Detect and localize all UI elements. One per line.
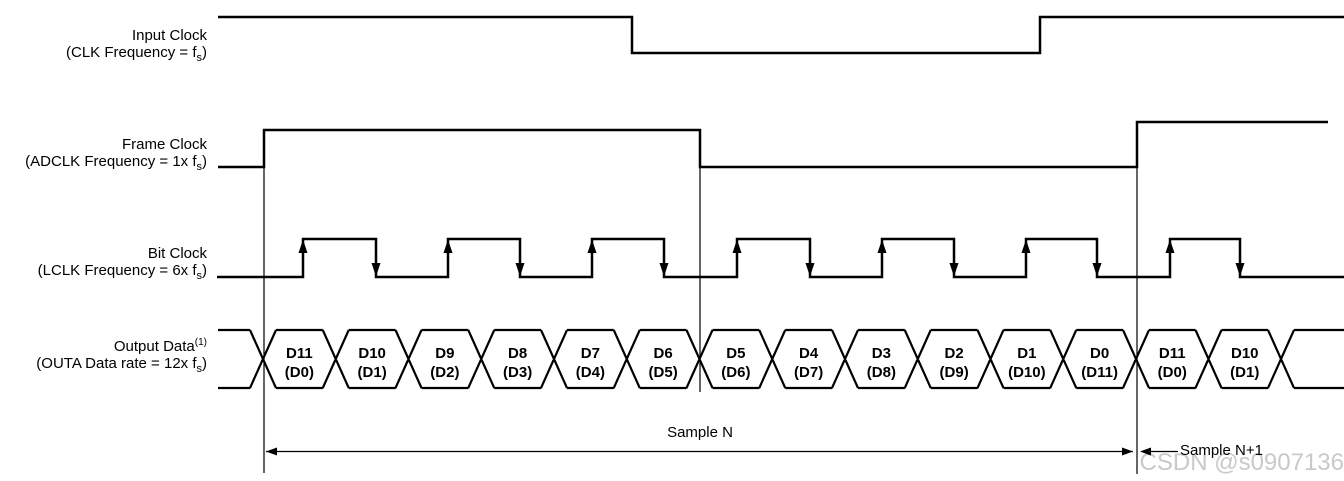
arrow-right-icon xyxy=(1122,447,1133,456)
bus-cell-label: D10(D1) xyxy=(358,345,387,381)
bus-cell-label: D1(D10) xyxy=(1008,345,1046,381)
output-data-title: Output Data(1) xyxy=(36,337,207,356)
freq-close: ) xyxy=(202,44,207,61)
bus-cell-label: D11(D0) xyxy=(285,345,314,381)
rate-close: ) xyxy=(202,355,207,372)
bus-cell-label: D9(D2) xyxy=(430,345,459,381)
bus-cell-label: D4(D7) xyxy=(794,345,823,381)
rate-subscript: s xyxy=(196,363,203,375)
rising-edge-arrow-icon xyxy=(298,239,308,253)
falling-edge-arrow-icon xyxy=(515,263,525,277)
bit-clock-wave xyxy=(217,237,1344,279)
falling-edge-arrow-icon xyxy=(805,263,815,277)
rising-edge-arrow-icon xyxy=(1021,239,1031,253)
bus-cell-label: D3(D8) xyxy=(867,345,896,381)
freq-close: ) xyxy=(202,262,207,279)
rising-edge-arrow-icon xyxy=(1165,239,1175,253)
frame-clock-frequency: (ADCLK Frequency = 1x fs) xyxy=(25,153,207,173)
title-text: Output Data xyxy=(113,338,195,355)
rate-text: (OUTA Data rate = 12x f xyxy=(36,355,197,372)
rising-edge-arrow-icon xyxy=(732,239,742,253)
bus-cell-label: D0(D11) xyxy=(1081,345,1118,381)
arrow-left-icon xyxy=(1140,447,1151,456)
frame-clock-wave xyxy=(218,120,1328,169)
signal-label-output-data: Output Data(1) (OUTA Data rate = 12x fs) xyxy=(36,337,207,375)
freq-text: (ADCLK Frequency = 1x f xyxy=(25,153,197,170)
freq-subscript: s xyxy=(196,52,203,64)
bit-clock-frequency: (LCLK Frequency = 6x fs) xyxy=(37,262,207,282)
bus-cell-label: D10(D1) xyxy=(1230,345,1259,381)
freq-subscript: s xyxy=(196,161,203,173)
bus-cell-label: D8(D3) xyxy=(503,345,532,381)
bus-cell-label: D6(D5) xyxy=(649,345,678,381)
bus-cell-label: D5(D6) xyxy=(721,345,750,381)
rising-edge-arrow-icon xyxy=(587,239,597,253)
falling-edge-arrow-icon xyxy=(1092,263,1102,277)
footnote-superscript: (1) xyxy=(194,337,207,348)
signal-label-bit-clock: Bit Clock (LCLK Frequency = 6x fs) xyxy=(37,245,207,282)
rising-edge-arrow-icon xyxy=(877,239,887,253)
falling-edge-arrow-icon xyxy=(371,263,381,277)
arrow-left-icon xyxy=(266,447,277,456)
sample-n-label: Sample N xyxy=(667,424,733,441)
input-clock-title: Input Clock xyxy=(131,27,207,44)
bus-cell-label: D2(D9) xyxy=(940,345,969,381)
rising-edge-arrow-icon xyxy=(443,239,453,253)
falling-edge-arrow-icon xyxy=(949,263,959,277)
freq-close: ) xyxy=(202,153,207,170)
bit-clock-title: Bit Clock xyxy=(147,245,207,262)
freq-subscript: s xyxy=(196,270,203,282)
input-clock-frequency: (CLK Frequency = fs) xyxy=(66,44,207,64)
falling-edge-arrow-icon xyxy=(659,263,669,277)
signal-label-input-clock: Input Clock (CLK Frequency = fs) xyxy=(66,27,207,64)
input-clock-wave xyxy=(218,15,1344,55)
falling-edge-arrow-icon xyxy=(1235,263,1245,277)
output-data-rate: (OUTA Data rate = 12x fs) xyxy=(36,355,207,375)
output-data-bus-wave xyxy=(218,328,1344,390)
frame-clock-title: Frame Clock xyxy=(121,136,207,153)
bus-cell-label: D11(D0) xyxy=(1158,345,1187,381)
freq-text: (LCLK Frequency = 6x f xyxy=(37,262,197,279)
signal-label-frame-clock: Frame Clock (ADCLK Frequency = 1x fs) xyxy=(25,136,207,173)
bus-cell-label: D7(D4) xyxy=(576,345,605,381)
freq-text: (CLK Frequency = f xyxy=(66,44,197,61)
sample-n1-label: Sample N+1 xyxy=(1180,442,1263,459)
watermark-text: CSDN @s0907136 xyxy=(1139,449,1344,476)
